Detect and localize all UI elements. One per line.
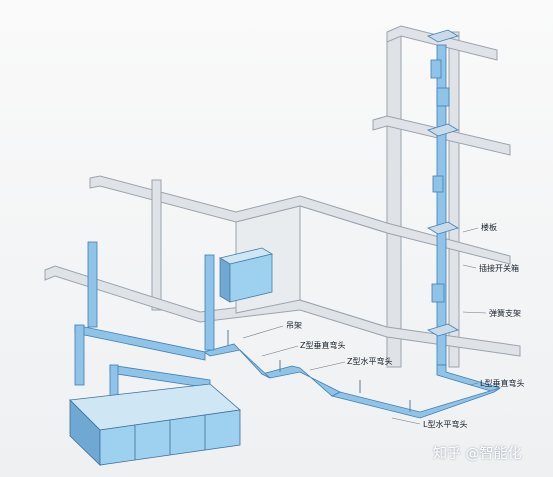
plug-box-1 <box>430 59 442 79</box>
left-drop <box>74 324 85 386</box>
label-l-vertical: L型垂直弯头 <box>480 379 525 388</box>
riser-plate-3 <box>427 221 459 235</box>
left-wall-column <box>151 179 162 311</box>
callout-leaders <box>242 227 487 425</box>
riser-plate-4 <box>427 323 459 337</box>
watermark: 知乎 @智能化 <box>433 446 522 462</box>
plug-box-4 <box>431 283 445 303</box>
label-l-horizontal: L型水平弯头 <box>423 420 468 429</box>
plug-box-2 <box>436 87 450 107</box>
label-chajie: 插接开关箱 <box>479 264 519 273</box>
riser-plate-2 <box>427 123 459 137</box>
label-z-horizontal: Z型水平弯头 <box>347 357 393 366</box>
room-cabinet <box>218 247 274 303</box>
room-side-wall <box>299 205 388 328</box>
third-slab <box>89 175 511 265</box>
label-louban: 楼板 <box>481 223 497 232</box>
label-diaojia: 吊架 <box>286 321 302 330</box>
plug-box-3 <box>432 175 444 193</box>
room-feeder <box>204 254 215 351</box>
label-tanhuang: 弹簧支架 <box>489 309 521 318</box>
label-z-vertical: Z型垂直弯头 <box>300 341 346 350</box>
riser-plate-top <box>427 29 459 43</box>
z-vertical-elbow <box>203 343 271 379</box>
left-column-riser <box>87 241 98 328</box>
lower-slab <box>44 265 521 357</box>
busway-system <box>74 29 501 419</box>
shaft-column-left <box>386 31 402 368</box>
switchgear-cabinet <box>69 383 241 466</box>
hangers <box>227 330 411 412</box>
shaft-column-right <box>448 31 460 368</box>
top-slab <box>386 25 498 61</box>
